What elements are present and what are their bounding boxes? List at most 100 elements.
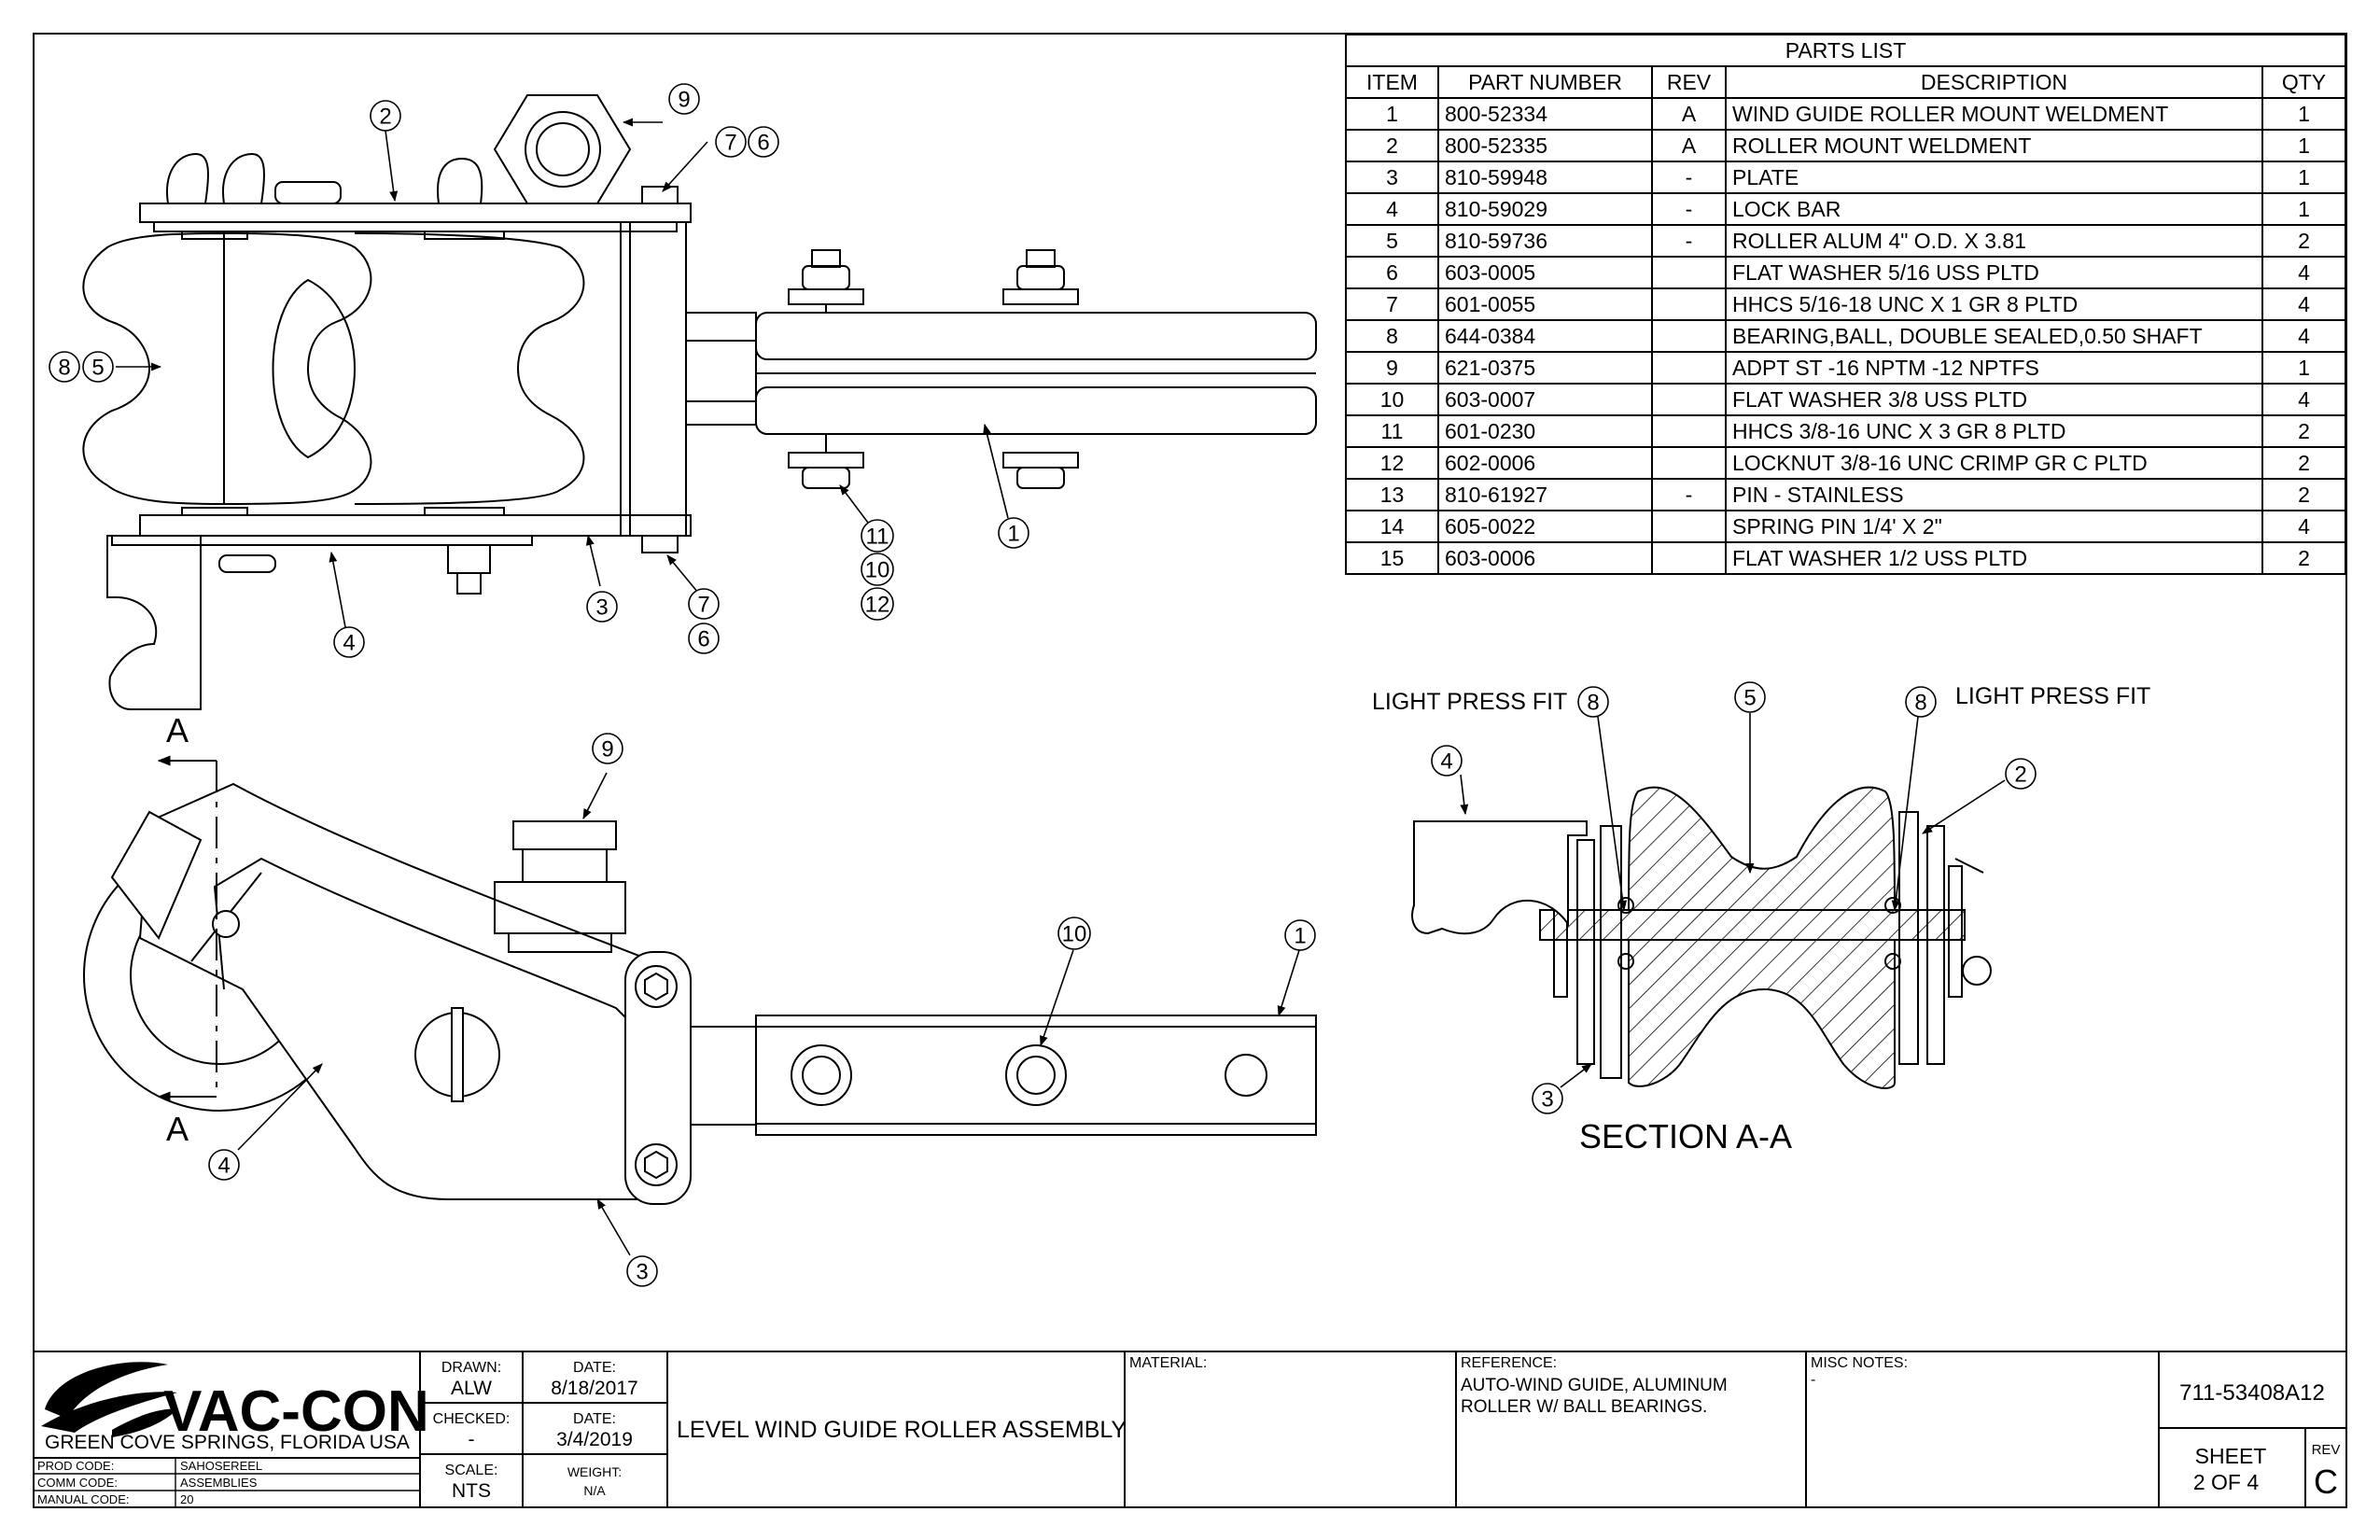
header-description: DESCRIPTION — [1725, 65, 2263, 99]
balloon-top-7b: 7 — [688, 588, 720, 620]
cell-rev — [1651, 351, 1727, 385]
cell-item: 6 — [1345, 256, 1439, 289]
cell-rev — [1651, 446, 1727, 480]
cell-item: 13 — [1345, 478, 1439, 511]
cell-rev — [1651, 256, 1727, 289]
comm-code-value: ASSEMBLIES — [180, 1476, 258, 1490]
vac-con-logo: VAC-CON — [41, 1362, 429, 1444]
section-view — [1411, 786, 1992, 1089]
cell-description: LOCKNUT 3/8-16 UNC CRIMP GR C PLTD — [1725, 446, 2263, 480]
cell-qty: 1 — [2261, 351, 2346, 385]
balloon-top-10: 10 — [861, 553, 894, 586]
balloon-front-1: 1 — [1284, 919, 1316, 951]
balloon-label: 8 — [1587, 691, 1599, 716]
cell-rev — [1651, 541, 1727, 575]
balloon-label: 4 — [1440, 749, 1452, 775]
balloon-top-2: 2 — [370, 100, 401, 132]
balloon-label: 5 — [1743, 686, 1756, 711]
material-label: MATERIAL: — [1129, 1355, 1207, 1371]
light-press-fit-right: LIGHT PRESS FIT — [1955, 683, 2150, 709]
cell-item: 3 — [1345, 161, 1439, 194]
weight-value: N/A — [583, 1483, 606, 1498]
manual-code-value: 20 — [180, 1492, 193, 1506]
cell-part-number: 605-0022 — [1437, 510, 1653, 543]
balloon-label: 8 — [58, 356, 70, 381]
cell-rev: - — [1651, 478, 1727, 511]
drawn-label: DRAWN: — [441, 1360, 501, 1376]
cell-description: FLAT WASHER 5/16 USS PLTD — [1725, 256, 2263, 289]
cell-item: 7 — [1345, 287, 1439, 321]
cell-description: ADPT ST -16 NPTM -12 NPTFS — [1725, 351, 2263, 385]
cell-item: 11 — [1345, 414, 1439, 448]
checked-label: CHECKED: — [433, 1411, 511, 1427]
balloon-section-3: 3 — [1532, 1083, 1563, 1114]
cell-description: PLATE — [1725, 161, 2263, 194]
top-view — [82, 94, 1317, 710]
cell-part-number: 800-52334 — [1437, 97, 1653, 131]
light-press-fit-left: LIGHT PRESS FIT — [1372, 689, 1567, 715]
cell-qty: 4 — [2261, 383, 2346, 416]
title-block-lines — [33, 1351, 2347, 1508]
reference-line-1: AUTO-WIND GUIDE, ALUMINUM — [1461, 1376, 1728, 1395]
balloon-section-8b: 8 — [1905, 686, 1937, 718]
balloon-label: 2 — [2014, 763, 2026, 788]
balloon-label: 3 — [595, 595, 608, 621]
section-mark-bottom: A — [166, 1110, 189, 1148]
balloon-top-4: 4 — [333, 626, 365, 658]
balloon-top-12: 12 — [861, 587, 894, 621]
cell-qty: 2 — [2261, 541, 2346, 575]
balloon-label: 11 — [866, 525, 889, 550]
section-leaders — [1460, 713, 2006, 1088]
balloon-label: 7 — [724, 131, 736, 156]
header-qty: QTY — [2261, 65, 2346, 99]
drawn-date-label: DATE: — [573, 1360, 616, 1376]
balloon-label: 6 — [757, 131, 769, 156]
scale-label: SCALE: — [445, 1463, 498, 1478]
cell-item: 1 — [1345, 97, 1439, 131]
cell-part-number: 603-0005 — [1437, 256, 1653, 289]
balloon-label: 8 — [1914, 691, 1926, 716]
balloon-section-8a: 8 — [1577, 686, 1609, 718]
cell-part-number: 603-0006 — [1437, 541, 1653, 575]
front-view — [83, 755, 1317, 1205]
rev-value: C — [2314, 1463, 2338, 1501]
balloon-top-7: 7 — [715, 126, 747, 158]
balloon-top-8: 8 — [49, 351, 80, 383]
weight-label: WEIGHT: — [567, 1464, 622, 1479]
cell-qty: 2 — [2261, 478, 2346, 511]
checked-date-label: DATE: — [573, 1411, 616, 1427]
cell-description: ROLLER MOUNT WELDMENT — [1725, 129, 2263, 162]
cell-item: 2 — [1345, 129, 1439, 162]
cell-description: BEARING,BALL, DOUBLE SEALED,0.50 SHAFT — [1725, 319, 2263, 353]
scale-value: NTS — [452, 1480, 491, 1502]
balloon-label: 9 — [678, 88, 690, 113]
balloon-top-6: 6 — [748, 126, 779, 158]
cell-item: 15 — [1345, 541, 1439, 575]
balloon-label: 9 — [601, 737, 613, 763]
cell-item: 12 — [1345, 446, 1439, 480]
balloon-label: 3 — [1541, 1087, 1553, 1113]
cell-description: HHCS 5/16-18 UNC X 1 GR 8 PLTD — [1725, 287, 2263, 321]
cell-qty: 4 — [2261, 319, 2346, 353]
company-location: GREEN COVE SPRINGS, FLORIDA USA — [45, 1432, 410, 1453]
company-name: VAC-CON — [163, 1379, 429, 1444]
balloon-section-2: 2 — [2005, 758, 2037, 790]
comm-code-label: COMM CODE: — [37, 1476, 118, 1490]
cell-qty: 2 — [2261, 414, 2346, 448]
cell-qty: 4 — [2261, 256, 2346, 289]
cell-qty: 2 — [2261, 224, 2346, 258]
balloon-label: 6 — [697, 627, 709, 652]
cell-rev — [1651, 287, 1727, 321]
misc-notes-value: - — [1811, 1372, 1815, 1388]
parts-list-table: PARTS LIST ITEM PART NUMBER REV DESCRIPT… — [1345, 34, 2346, 575]
cell-description: FLAT WASHER 3/8 USS PLTD — [1725, 383, 2263, 416]
